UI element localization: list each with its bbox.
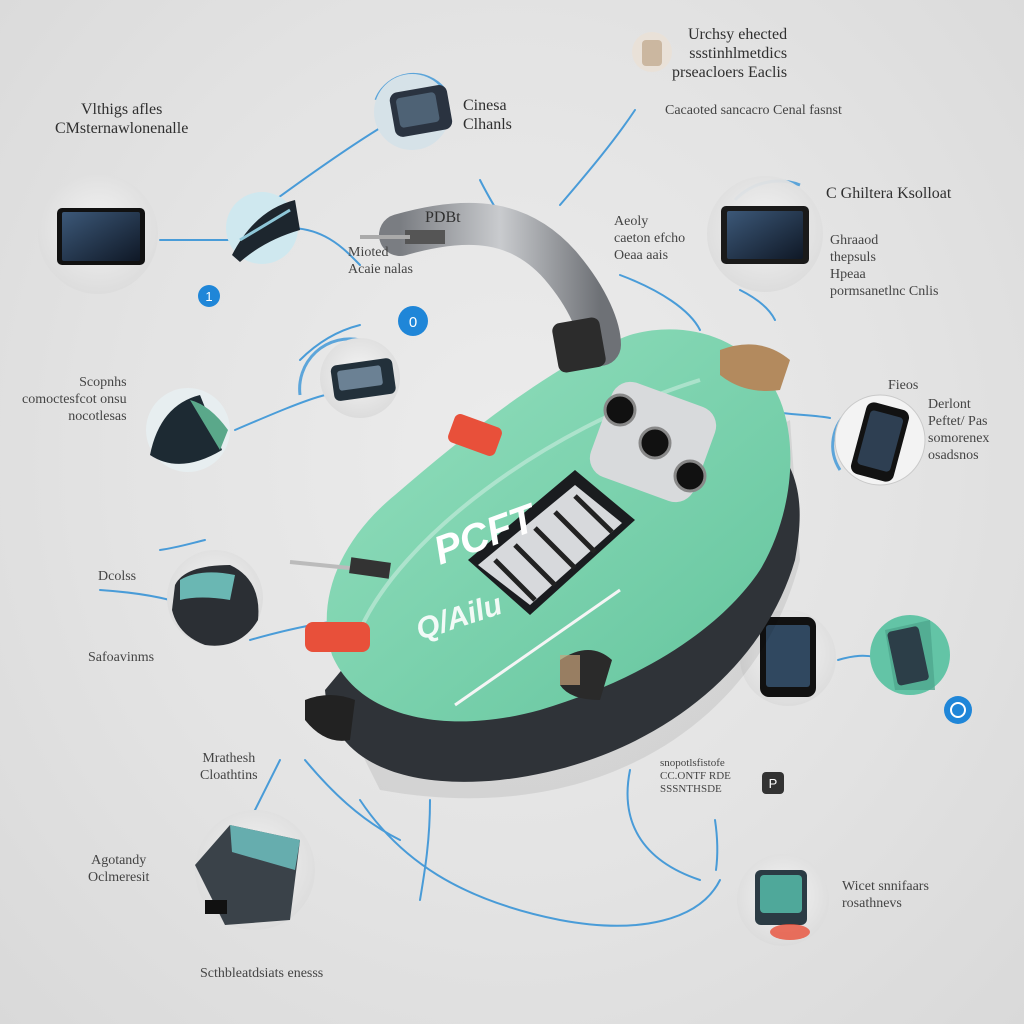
- wire: [99, 589, 171, 601]
- number-badge-left: 1: [198, 285, 220, 307]
- wire: [739, 289, 776, 321]
- connector-block[interactable]: [468, 470, 635, 615]
- svg-text:1: 1: [205, 289, 212, 304]
- callout-plug-label: PDBt: [425, 209, 461, 226]
- callout-left-lower: Dcolss: [98, 569, 137, 584]
- bubble-top-right[interactable]: [632, 32, 672, 72]
- wire: [234, 394, 326, 431]
- bubble-phone-lower[interactable]: [740, 610, 836, 706]
- wire: [359, 799, 721, 927]
- wire: [299, 324, 361, 361]
- bubble-bottom-right[interactable]: [737, 854, 829, 946]
- main-device[interactable]: [305, 329, 800, 799]
- svg-text:P: P: [769, 776, 778, 791]
- port-socket: [673, 459, 707, 493]
- led-indicator: [448, 414, 502, 456]
- plug-cable[interactable]: [360, 202, 621, 374]
- wire: [159, 539, 206, 551]
- callout-bottom-center: Scthbleatdsiats enesss: [200, 966, 324, 981]
- bubble-left-middle[interactable]: [146, 388, 230, 472]
- bubble-cable-tip[interactable]: [226, 192, 300, 264]
- wire: [714, 819, 719, 871]
- number-badge-right: [944, 696, 972, 724]
- port-panel[interactable]: [584, 376, 722, 508]
- callout-right-upper: C Ghiltera Ksolloat: [826, 185, 952, 202]
- led-indicator: [305, 622, 370, 652]
- wire: [626, 769, 701, 881]
- wire: [837, 654, 876, 661]
- bubble-mid-left-small[interactable]: [320, 338, 400, 418]
- bubble-teal-right[interactable]: [870, 615, 950, 695]
- callout-right-middle-title: Fieos: [888, 378, 919, 393]
- wire: [619, 274, 701, 331]
- port-socket: [638, 426, 672, 460]
- number-badge-bottom: P: [762, 772, 784, 794]
- bubble-phone-right[interactable]: [834, 394, 926, 486]
- bubble-tablet-right[interactable]: [707, 176, 823, 292]
- wire: [559, 109, 636, 206]
- wood-accent: [720, 344, 790, 391]
- bubble-top-center[interactable]: [374, 74, 453, 150]
- svg-text:0: 0: [409, 314, 417, 331]
- arc: [298, 337, 361, 396]
- port-socket: [603, 393, 637, 427]
- callout-top-right-sub: Cacaoted sancacro Cenal fasnst: [665, 103, 842, 118]
- callout-left-lower-2: Safoavinms: [88, 650, 155, 665]
- probe-left: [289, 557, 391, 579]
- wire-lines: [99, 109, 876, 927]
- bubble-bottom-left[interactable]: [195, 810, 315, 930]
- side-button: [305, 695, 355, 741]
- bubble-connector-left[interactable]: [167, 550, 263, 646]
- bubble-tablet-top-left[interactable]: [38, 174, 158, 294]
- wire: [274, 124, 386, 201]
- number-badge-center: 0: [398, 306, 428, 336]
- plug-head: [552, 317, 606, 373]
- wire: [419, 799, 431, 901]
